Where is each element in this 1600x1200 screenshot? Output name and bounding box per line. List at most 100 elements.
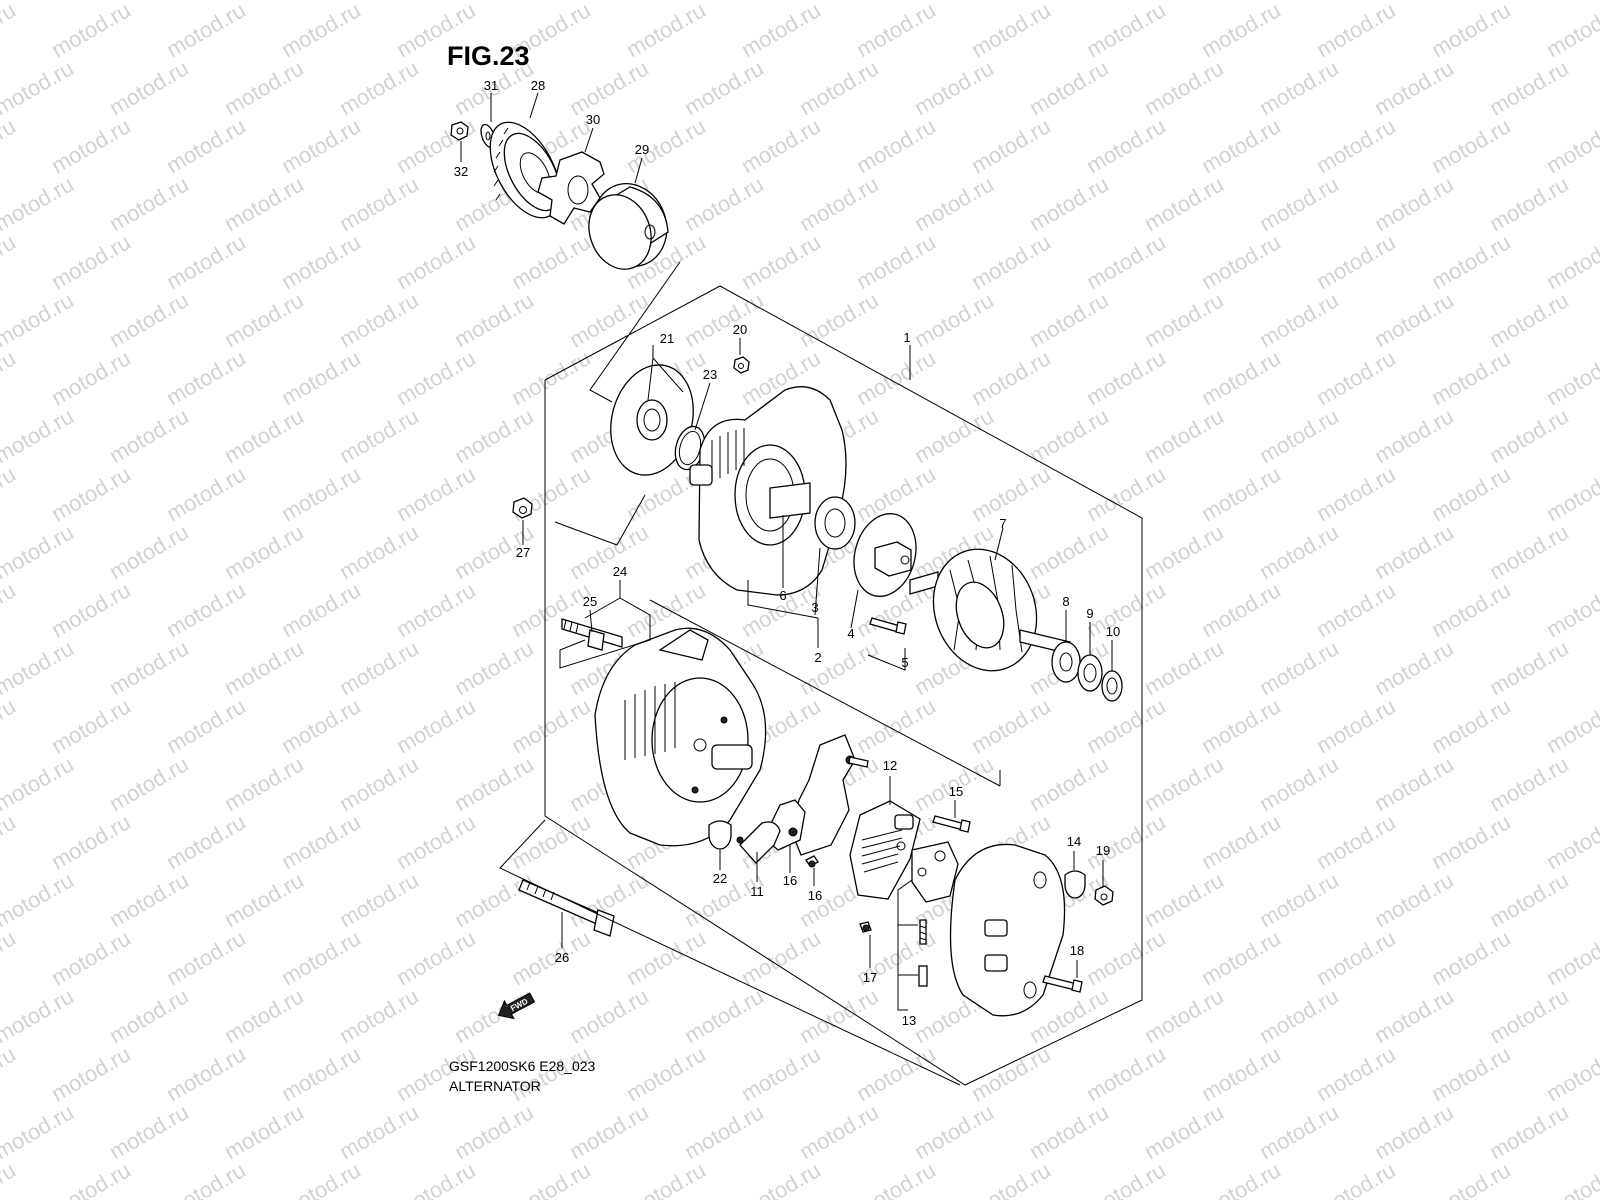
watermark-text: motod.ru — [565, 1099, 653, 1164]
watermark-text: motod.ru — [335, 635, 423, 700]
watermark-text: motod.ru — [450, 867, 538, 932]
watermark-text: motod.ru — [277, 577, 365, 642]
callout-24: 24 — [613, 564, 627, 579]
watermark-text: motod.ru — [450, 751, 538, 816]
watermark-text: motod.ru — [1370, 55, 1458, 120]
watermark-text: motod.ru — [220, 867, 308, 932]
watermark-text: motod.ru — [1255, 635, 1343, 700]
watermark-text: motod.ru — [162, 345, 250, 410]
watermark-text: motod.ru — [852, 693, 940, 758]
watermark-text: motod.ru — [162, 461, 250, 526]
watermark-text: motod.ru — [1542, 809, 1600, 874]
watermark-text: motod.ru — [47, 1157, 135, 1200]
watermark-text: motod.ru — [1312, 809, 1400, 874]
watermark-text: motod.ru — [1197, 925, 1285, 990]
watermark-text: motod.ru — [162, 1157, 250, 1200]
watermark-text: motod.ru — [1542, 1041, 1600, 1106]
watermark-text: motod.ru — [105, 983, 193, 1048]
callout-8: 8 — [1062, 594, 1069, 609]
watermark-text: motod.ru — [680, 287, 768, 352]
watermark-text: motod.ru — [1427, 577, 1515, 642]
watermark-text: motod.ru — [1140, 751, 1228, 816]
callout-21: 21 — [660, 331, 674, 346]
watermark-text: motod.ru — [450, 403, 538, 468]
watermark-text: motod.ru — [335, 751, 423, 816]
watermark-text: motod.ru — [737, 0, 825, 62]
watermark-text: motod.ru — [680, 983, 768, 1048]
watermark-text: motod.ru — [335, 287, 423, 352]
watermark-text: motod.ru — [1197, 113, 1285, 178]
watermark-text: motod.ru — [220, 635, 308, 700]
watermark-text: motod.ru — [1082, 693, 1170, 758]
callout-25: 25 — [583, 594, 597, 609]
watermark-text: motod.ru — [0, 1157, 20, 1200]
watermark-text: motod.ru — [737, 229, 825, 294]
watermark-text: motod.ru — [1025, 751, 1113, 816]
watermark-text: motod.ru — [392, 925, 480, 990]
pulley-group — [450, 121, 669, 270]
watermark-text: motod.ru — [392, 229, 480, 294]
watermark-text: motod.ru — [910, 55, 998, 120]
watermark-text: motod.ru — [910, 171, 998, 236]
watermark-text: motod.ru — [1370, 635, 1458, 700]
watermark-text: motod.ru — [335, 171, 423, 236]
watermark-text: motod.ru — [1197, 345, 1285, 410]
rotor-part-7 — [909, 548, 1071, 672]
watermark-text: motod.ru — [1485, 519, 1573, 584]
callout-28: 28 — [531, 78, 545, 93]
watermark-text: motod.ru — [1255, 55, 1343, 120]
watermark-text: motod.ru — [0, 55, 78, 120]
watermark-text: motod.ru — [967, 345, 1055, 410]
watermark-text: motod.ru — [1542, 0, 1600, 62]
watermark-text: motod.ru — [852, 229, 940, 294]
watermark-text: motod.ru — [1025, 519, 1113, 584]
callout-12: 12 — [883, 758, 897, 773]
watermark-text: motod.ru — [1485, 983, 1573, 1048]
watermark-text: motod.ru — [47, 461, 135, 526]
callout-15: 15 — [949, 784, 963, 799]
watermark-text: motod.ru — [220, 519, 308, 584]
watermark-text: motod.ru — [1025, 55, 1113, 120]
watermark-text: motod.ru — [622, 0, 710, 62]
watermark-text: motod.ru — [680, 55, 768, 120]
callout-5: 5 — [901, 655, 908, 670]
watermark-text: motod.ru — [105, 55, 193, 120]
watermark-text: motod.ru — [1255, 751, 1343, 816]
watermark-text: motod.ru — [1542, 925, 1600, 990]
watermark-text: motod.ru — [220, 287, 308, 352]
watermark-text: motod.ru — [277, 461, 365, 526]
watermark-text: motod.ru — [1312, 693, 1400, 758]
rear-cover — [949, 843, 1066, 1017]
hub-part-29 — [588, 183, 669, 270]
retainer-plate-part-4 — [853, 513, 917, 597]
watermark-text: motod.ru — [1312, 577, 1400, 642]
watermark-text: motod.ru — [1370, 983, 1458, 1048]
callout-4: 4 — [847, 626, 854, 641]
watermark-text: motod.ru — [1082, 461, 1170, 526]
watermark-text: motod.ru — [1485, 1099, 1573, 1164]
watermark-text: motod.ru — [967, 113, 1055, 178]
watermark-text: motod.ru — [220, 983, 308, 1048]
watermark-text: motod.ru — [967, 461, 1055, 526]
watermark-text: motod.ru — [1082, 1041, 1170, 1106]
watermark-text: motod.ru — [450, 287, 538, 352]
collar-part-9 — [1077, 654, 1103, 692]
assembly-outline — [544, 285, 1143, 1086]
watermark-text: motod.ru — [277, 345, 365, 410]
model-code: GSF1200SK6 E28_023 — [449, 1058, 596, 1074]
watermark-text: motod.ru — [1140, 171, 1228, 236]
watermark-text: motod.ru — [680, 171, 768, 236]
watermark-text: motod.ru — [1082, 229, 1170, 294]
bushing-part-22 — [708, 820, 732, 850]
callout-2: 2 — [814, 650, 821, 665]
watermark-text: motod.ru — [967, 229, 1055, 294]
watermark-text: motod.ru — [335, 55, 423, 120]
watermark-text: motod.ru — [0, 345, 20, 410]
screw-part-15 — [932, 815, 971, 833]
brush-holder — [911, 841, 959, 903]
watermark-text: motod.ru — [1370, 403, 1458, 468]
watermark-text: motod.ru — [335, 1099, 423, 1164]
watermark-text: motod.ru — [622, 925, 710, 990]
